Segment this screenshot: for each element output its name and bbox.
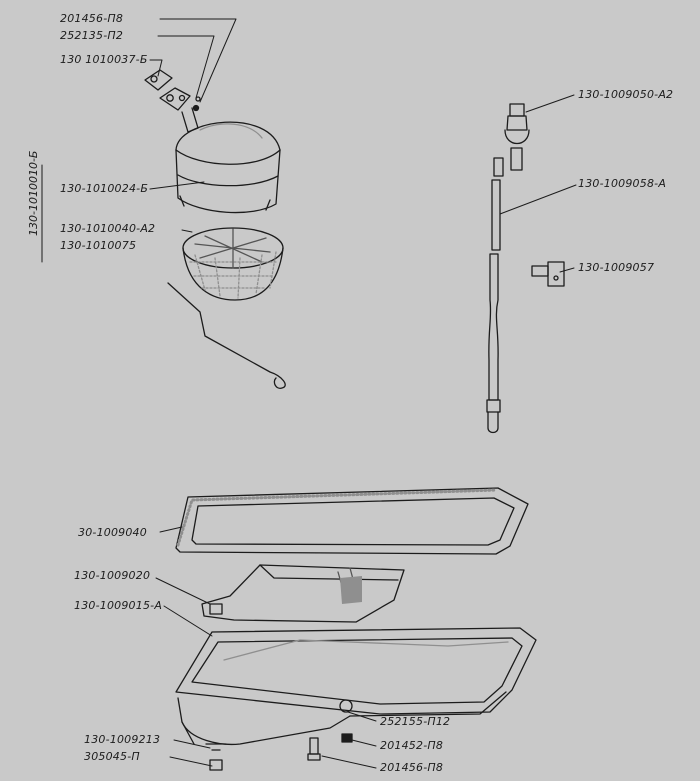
callout-oil-pan: 130-1009015-А xyxy=(74,599,163,612)
callout-gasket-130-1010037: 130 1010037-Б xyxy=(60,53,148,66)
callout-washer-252135: 252135-П2 xyxy=(60,29,124,42)
callout-drain-plug-252155: 252155-П12 xyxy=(380,715,451,728)
strainer-screen-part xyxy=(182,227,284,301)
dipstick-tube-part xyxy=(486,179,501,434)
oil-pan-part xyxy=(175,627,537,746)
leader-lines xyxy=(149,18,577,769)
callout-pan-gasket: 30-1009040 xyxy=(78,526,147,539)
bolts-part xyxy=(307,733,353,761)
callout-drain-plug-gasket: 130-1009213 xyxy=(84,733,161,746)
callout-drain-plug-305045: 305045-П xyxy=(84,750,140,763)
callout-dipstick-guide-cap: 130-1009050-А2 xyxy=(578,88,674,101)
strainer-clip-part xyxy=(167,282,286,389)
flange-gasket-part xyxy=(144,69,173,91)
assembly-number-label: 130-1010010-Б xyxy=(27,150,40,236)
drain-plug-part xyxy=(205,743,227,771)
callout-baffle-plate: 130-1009020 xyxy=(74,569,151,582)
callout-dipstick-tube: 130-1009058-А xyxy=(578,177,667,190)
callout-receiver-housing: 130-1010024-Б xyxy=(60,182,149,195)
receiver-pipe-flange-part xyxy=(159,87,201,133)
callout-strainer-screen: 130-1010040-А2 xyxy=(60,222,156,235)
callout-bolt-201456-bottom: 201456-П8 xyxy=(380,761,444,774)
receiver-housing-part xyxy=(175,121,281,214)
dipstick-cap-part xyxy=(493,103,530,177)
pan-gasket-part xyxy=(175,487,529,555)
callout-strainer-clip: 130-1010075 xyxy=(60,239,137,252)
callout-bolt-201456-top: 201456-П8 xyxy=(60,12,124,25)
baffle-plate-part xyxy=(201,564,405,623)
callout-bolt-201452: 201452-П8 xyxy=(380,739,444,752)
dipstick-bracket-part xyxy=(531,261,565,287)
callout-dipstick-bracket: 130-1009057 xyxy=(578,261,655,274)
